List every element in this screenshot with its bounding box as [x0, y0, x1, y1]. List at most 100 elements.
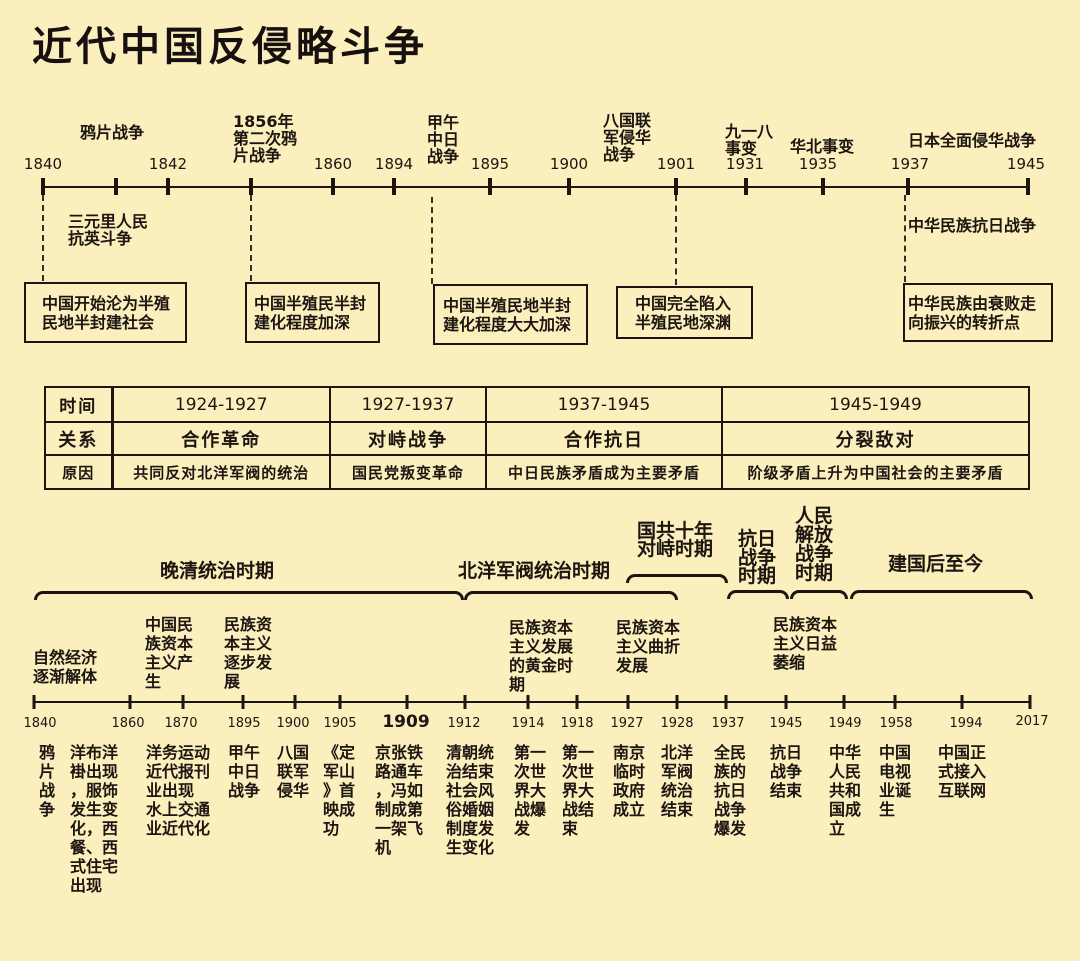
bottom-event: 洋务运动 近代报刊业出现 水上交通业近代化	[146, 743, 211, 838]
bottom-event: 北洋军阀统治结束	[661, 743, 694, 819]
outcome-box: 中国半殖民地半封建化程度大大加深	[433, 284, 588, 345]
year-label: 1945	[769, 716, 803, 731]
dashed-connector	[904, 195, 906, 282]
bottom-event: 《定军山》首映成功	[323, 743, 356, 838]
outcome-box: 中国开始沦为半殖民地半封建社会	[24, 282, 187, 343]
table-row-time: 时间 1924-1927 1927-1937 1937-1945 1945-19…	[44, 386, 1030, 423]
year-label: 1912	[447, 716, 481, 731]
dashed-connector	[250, 195, 252, 281]
dashed-connector	[42, 195, 44, 281]
period-brace	[727, 590, 789, 599]
tick-mark	[181, 695, 185, 709]
bottom-event: 中华人民共和国成立	[829, 743, 862, 838]
tick-mark	[488, 178, 492, 195]
period-brace	[790, 590, 848, 599]
bottom-event: 鸦片战争	[39, 743, 56, 819]
tick-mark	[567, 178, 571, 195]
economy-note: 中国民族资本主义产生	[145, 615, 194, 691]
row-header: 关系	[44, 421, 114, 456]
bottom-event: 抗日战争结束	[770, 743, 803, 800]
table-cell: 1927-1937	[329, 386, 487, 423]
tick-mark	[744, 178, 748, 195]
year-label: 1928	[660, 716, 694, 731]
period-brace	[34, 591, 464, 600]
tick-mark	[405, 695, 409, 709]
tick-mark	[166, 178, 170, 195]
tick-mark	[241, 695, 245, 709]
event-mukden-incident: 九一八事变	[725, 122, 774, 158]
year-label: 1905	[323, 716, 357, 731]
event-year-1856: 1856年	[233, 112, 294, 131]
year-label: 1840	[23, 716, 57, 731]
kmt-ccp-relations-table: 时间 1924-1927 1927-1937 1937-1945 1945-19…	[44, 386, 1030, 490]
year-label: 1900	[276, 716, 310, 731]
bottom-event: 中国电视业诞生	[879, 743, 912, 819]
bottom-event: 南京临时政府成立	[613, 743, 646, 819]
year-label: 1994	[949, 716, 983, 731]
outcome-text: 中国半殖民半封建化程度加深	[254, 293, 367, 332]
table-row-relation: 关系 合作革命 对峙战争 合作抗日 分裂敌对	[44, 421, 1030, 456]
top-axis-line	[43, 186, 1028, 188]
year-label: 1894	[374, 155, 414, 173]
year-label: 1945	[1006, 155, 1046, 173]
economy-note: 自然经济逐渐解体	[33, 648, 98, 686]
period-kmt-ccp-decade: 国共十年对峙时期	[637, 520, 714, 560]
bottom-axis-line	[34, 701, 1031, 703]
tick-mark	[338, 695, 342, 709]
tick-mark	[626, 695, 630, 709]
year-label: 1900	[549, 155, 589, 173]
year-label: 1958	[879, 716, 913, 731]
year-label: 1895	[470, 155, 510, 173]
tick-mark	[906, 178, 910, 195]
bottom-event: 甲午中日战争	[228, 743, 261, 800]
year-label: 1870	[164, 716, 198, 731]
tick-mark	[114, 178, 118, 195]
event-sino-japanese-war: 甲午中日战争	[427, 113, 460, 166]
event-second-opium-war: 第二次鸦片战争	[233, 129, 298, 165]
outcome-box: 中国完全陷入半殖民地深渊	[616, 286, 753, 339]
tick-mark	[674, 178, 678, 195]
table-cell: 1924-1927	[111, 386, 331, 423]
tick-mark	[675, 695, 679, 709]
table-cell: 1945-1949	[721, 386, 1030, 423]
tick-mark	[128, 695, 132, 709]
year-label: 1949	[828, 716, 862, 731]
table-cell: 合作革命	[111, 421, 331, 456]
bottom-event: 洋布洋褂出现，服饰发生变化，西餐、西式住宅出现	[70, 743, 119, 895]
row-header: 时间	[44, 386, 114, 423]
period-late-qing: 晚清统治时期	[160, 560, 275, 582]
table-cell: 中日民族矛盾成为主要矛盾	[485, 454, 723, 490]
event-eight-nation-alliance: 八国联军侵华战争	[603, 111, 652, 164]
year-label: 1931	[725, 155, 765, 173]
event-war-of-resistance: 中华民族抗日战争	[908, 216, 1037, 235]
row-header: 原因	[44, 454, 114, 490]
outcome-text: 中国完全陷入半殖民地深渊	[635, 293, 732, 332]
year-label: 1895	[227, 716, 261, 731]
period-brace	[850, 590, 1033, 599]
dashed-connector	[675, 195, 677, 285]
period-anti-japanese-war: 抗日战争时期	[738, 528, 777, 587]
event-full-scale-invasion: 日本全面侵华战争	[908, 131, 1037, 150]
year-label: 1842	[148, 155, 188, 173]
table-cell: 对峙战争	[329, 421, 487, 456]
tick-mark	[893, 695, 897, 709]
outcome-text: 中国开始沦为半殖民地半封建社会	[42, 293, 171, 332]
economy-note: 民族资本主义发展的黄金时期	[509, 618, 574, 694]
year-label: 1860	[313, 155, 353, 173]
tick-mark	[1026, 178, 1030, 195]
year-label: 2017	[1015, 714, 1049, 729]
page-title: 近代中国反侵略斗争	[32, 24, 428, 70]
period-prc: 建国后至今	[888, 553, 984, 575]
year-label: 1914	[511, 716, 545, 731]
tick-mark	[724, 695, 728, 709]
tick-mark	[392, 178, 396, 195]
event-north-china-incident: 华北事变	[790, 137, 855, 156]
tick-mark	[821, 178, 825, 195]
year-label: 1935	[798, 155, 838, 173]
table-cell: 共同反对北洋军阀的统治	[111, 454, 331, 490]
year-label: 1937	[711, 716, 745, 731]
bottom-event: 第一次世界大战爆发	[514, 743, 547, 838]
economy-note: 民族资本主义日益萎缩	[773, 615, 838, 672]
tick-mark	[41, 178, 45, 195]
outcome-box: 中华民族由衰败走向振兴的转折点	[903, 283, 1053, 342]
